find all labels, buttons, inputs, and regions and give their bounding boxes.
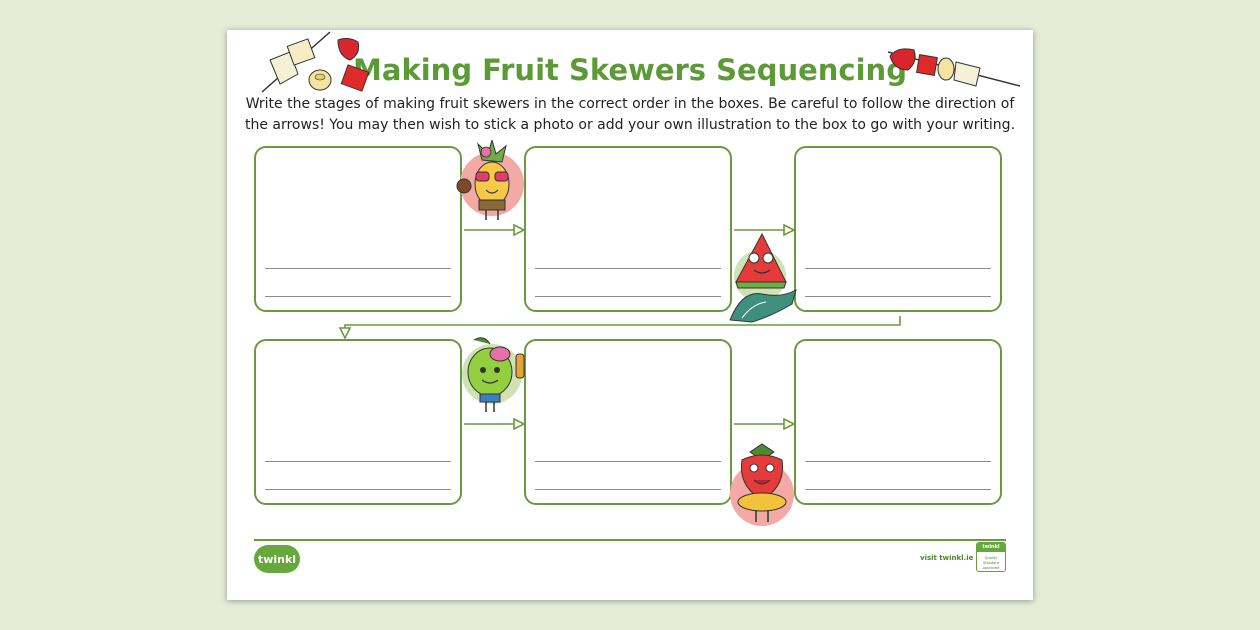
arrow-2-to-3-icon bbox=[734, 223, 796, 237]
arrow-5-to-6-icon bbox=[734, 417, 796, 431]
arrow-4-to-5-icon bbox=[464, 417, 526, 431]
writing-line bbox=[805, 461, 991, 462]
footer-divider bbox=[254, 539, 1006, 541]
writing-line bbox=[805, 489, 991, 490]
sequence-box-1[interactable] bbox=[254, 146, 462, 312]
writing-line bbox=[265, 461, 451, 462]
writing-line bbox=[535, 296, 721, 297]
visit-twinkl-link[interactable]: visit twinkl.ie bbox=[920, 554, 974, 562]
fruit-skewer-right-icon bbox=[887, 48, 1021, 87]
writing-line bbox=[265, 296, 451, 297]
sequence-box-4[interactable] bbox=[254, 339, 462, 505]
writing-line bbox=[535, 489, 721, 490]
sequence-box-5[interactable] bbox=[524, 339, 732, 505]
writing-line bbox=[805, 268, 991, 269]
sequence-box-6[interactable] bbox=[794, 339, 1002, 505]
arrow-1-to-2-icon bbox=[464, 223, 526, 237]
instructions-text: Write the stages of making fruit skewers… bbox=[244, 96, 1016, 133]
writing-line bbox=[535, 268, 721, 269]
writing-line bbox=[265, 489, 451, 490]
pear-character-icon bbox=[462, 337, 525, 412]
arrow-3-to-4-icon bbox=[338, 316, 901, 340]
writing-line bbox=[535, 461, 721, 462]
writing-line bbox=[265, 268, 451, 269]
badge-brand: twinkl bbox=[977, 543, 1005, 552]
sequence-box-2[interactable] bbox=[524, 146, 732, 312]
pineapple-character-icon bbox=[456, 140, 524, 220]
strawberry-character-icon bbox=[730, 443, 794, 526]
twinkl-logo: twinkl bbox=[254, 545, 300, 573]
page-title: Making Fruit Skewers Sequencing bbox=[353, 53, 907, 87]
quality-standard-badge: twinkl Quality Standard Approved bbox=[976, 542, 1006, 572]
watermelon-character-icon bbox=[729, 232, 797, 323]
sequence-box-3[interactable] bbox=[794, 146, 1002, 312]
fruit-skewer-left-icon bbox=[261, 31, 370, 93]
badge-text: Quality Standard Approved bbox=[982, 556, 1000, 570]
writing-line bbox=[805, 296, 991, 297]
worksheet-page bbox=[227, 30, 1033, 600]
